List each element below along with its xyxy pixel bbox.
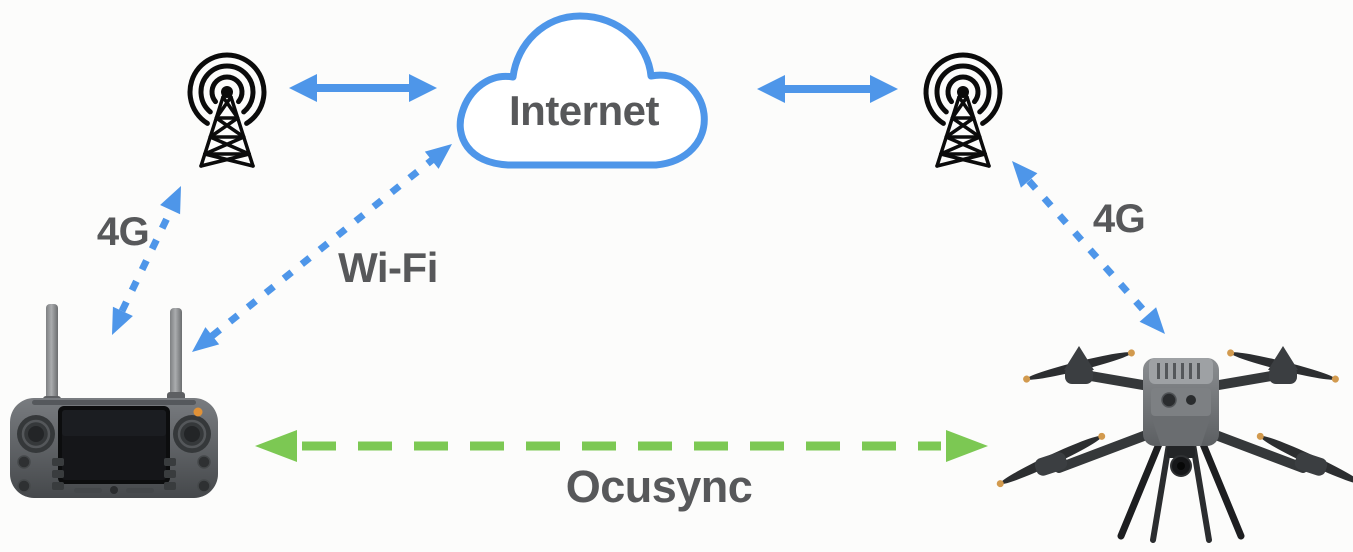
- controller-antenna-left: [46, 304, 58, 402]
- drone-motor-pods-upper: [1064, 346, 1298, 384]
- drone-motor-pods-lower: [1034, 452, 1328, 476]
- label-ocusync: Ocusync: [565, 461, 753, 512]
- controller-buttons: [52, 458, 176, 490]
- link-left-tower-internet: [289, 74, 437, 102]
- drone-landing-gear: [1117, 440, 1245, 543]
- drone-body: [1143, 358, 1219, 446]
- blue-links: [112, 74, 1165, 352]
- cloud-icon: [456, 12, 708, 169]
- tower-icons: [187, 52, 1003, 168]
- radio-tower-icon: [923, 52, 1003, 168]
- controller-antenna-right: [170, 308, 182, 398]
- radio-tower-icon: [187, 52, 267, 168]
- quadcopter-drone-image: [996, 346, 1353, 543]
- label-internet: Internet: [508, 87, 660, 134]
- remote-controller-image: [10, 304, 218, 498]
- controller-joystick-left: [17, 415, 55, 453]
- link-right-tower-drone: [1012, 161, 1165, 334]
- link-internet-right-tower: [757, 75, 898, 103]
- controller-power-led: [193, 407, 203, 417]
- link-controller-left-tower: [112, 186, 181, 335]
- label-4g-left: 4G: [96, 210, 150, 254]
- controller-joystick-right: [173, 415, 211, 453]
- drone-gimbal-camera: [1167, 446, 1195, 477]
- link-controller-drone: [255, 430, 988, 462]
- link-controller-internet: [192, 144, 452, 352]
- label-wifi: Wi-Fi: [338, 244, 438, 291]
- label-4g-right: 4G: [1092, 197, 1146, 241]
